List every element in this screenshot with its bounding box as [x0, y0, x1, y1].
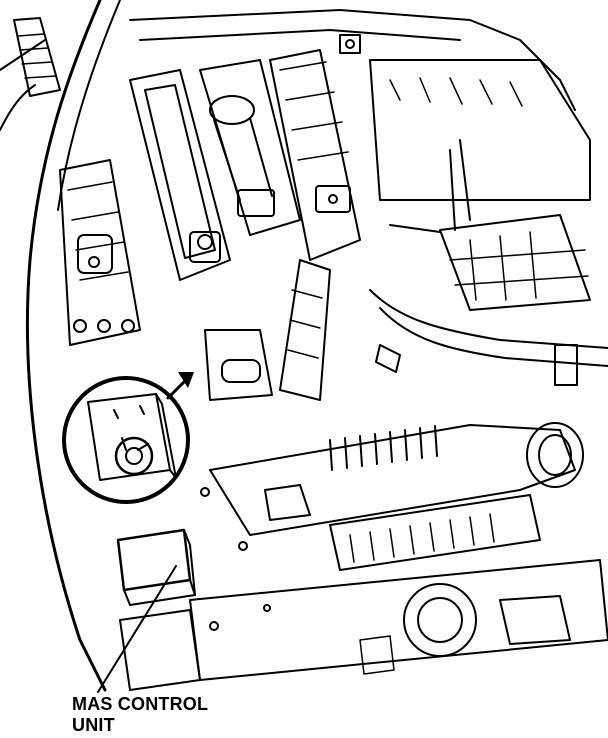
cross-pipe — [369, 289, 608, 386]
fender-edge — [0, 0, 121, 692]
center-rails — [129, 49, 361, 281]
intake-hose — [209, 422, 584, 571]
mas-control-unit — [116, 528, 196, 606]
valve-cover — [129, 9, 576, 111]
relay-box — [369, 59, 591, 311]
left-hose — [13, 17, 61, 97]
detail-inset — [62, 376, 190, 504]
left-panel — [59, 159, 141, 346]
inset-arrow — [166, 372, 194, 400]
fasteners — [200, 344, 401, 631]
mount-bracket — [204, 259, 331, 401]
mas-control-unit-label: MAS CONTROL UNIT — [72, 694, 208, 736]
callout-line-1: MAS CONTROL — [72, 694, 209, 714]
lower-frame — [119, 559, 608, 691]
callout-leader-line — [97, 565, 177, 693]
callout-line-2: UNIT — [72, 715, 115, 735]
